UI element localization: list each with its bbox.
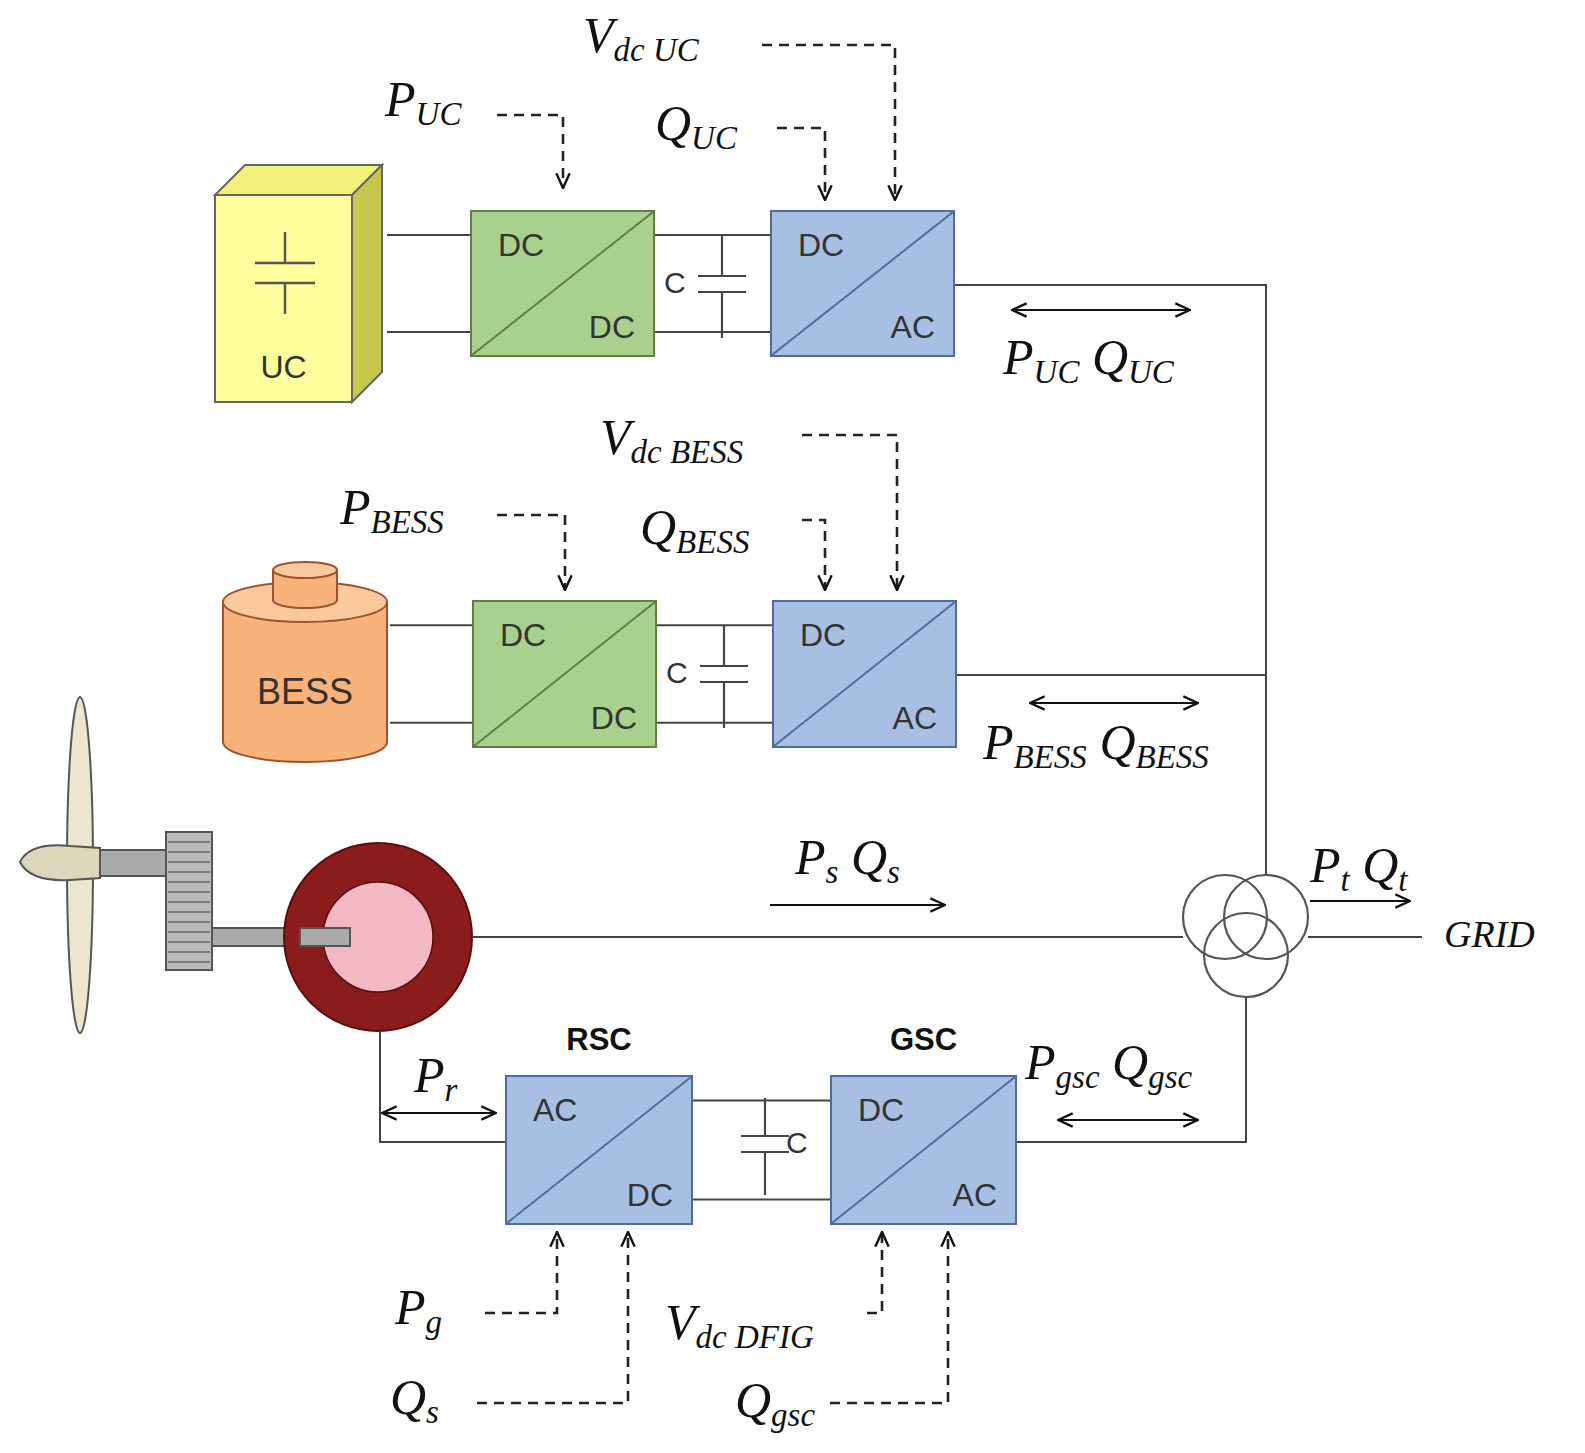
converter-box: DC DC (470, 210, 655, 357)
wire (380, 285, 1422, 1142)
converter-type: DC (498, 228, 544, 263)
wire (387, 234, 470, 236)
converter-type: DC (858, 1093, 904, 1128)
converter-type: AC (953, 1178, 997, 1213)
signal-label: Pr (414, 1048, 457, 1109)
signal-label: Qgsc (735, 1373, 815, 1434)
wire (390, 722, 472, 724)
converter-body: DC DC (472, 600, 657, 748)
converter-type: AC (533, 1093, 577, 1128)
grid-label: GRID (1444, 914, 1535, 956)
wire (657, 722, 772, 724)
converter-type: AC (891, 310, 935, 345)
signal-label: PUC QUC (1003, 330, 1174, 391)
battery-storage: BESS (220, 560, 390, 765)
signal-label: Vdc DFIG (665, 1295, 814, 1356)
wire-pair (655, 235, 770, 332)
wire (657, 624, 772, 626)
wire (387, 331, 470, 333)
converter-box: GSC DC AC (830, 1022, 1017, 1225)
converter-type: DC (589, 310, 635, 345)
battery-shape (220, 560, 390, 765)
converter-heading: RSC (505, 1022, 693, 1058)
converter-body: DC DC (470, 210, 655, 357)
generator-stator (284, 843, 472, 1031)
wire-pair (693, 1101, 830, 1200)
wire (655, 331, 770, 333)
power-flow-arrow (382, 310, 1410, 1120)
capacitor-label: C (786, 1126, 808, 1159)
converter-body: AC DC (505, 1075, 693, 1225)
signal-label: Qs (390, 1370, 439, 1431)
signal-label: Ps Qs (795, 830, 900, 891)
converter-box: RSC AC DC (505, 1022, 693, 1225)
storage-label: BESS (220, 672, 390, 712)
wire (655, 234, 770, 236)
gearbox (166, 832, 212, 970)
converter-box: DC DC (472, 600, 657, 748)
converter-heading: GSC (830, 1022, 1017, 1058)
signal-label: PUC (385, 72, 461, 133)
capacitor-label: C (666, 656, 688, 689)
converter-type: DC (627, 1178, 673, 1213)
signal-label: PBESS QBESS (983, 715, 1209, 776)
transformer (1183, 875, 1308, 997)
converter-type: DC (591, 701, 637, 736)
converter-type: DC (500, 618, 546, 653)
capacitor-label: C (664, 266, 686, 299)
wire (693, 1199, 830, 1201)
wire-pair (657, 625, 772, 723)
converter-type: DC (800, 618, 846, 653)
converter-type: AC (893, 701, 937, 736)
signal-label: Vdc BESS (600, 410, 743, 471)
signal-label: Pt Qt (1310, 838, 1408, 899)
wire-pair (390, 625, 472, 723)
signal-label: PBESS (340, 480, 444, 541)
wire (390, 624, 472, 626)
storage-label: UC (215, 350, 352, 385)
converter-body: DC AC (830, 1075, 1017, 1225)
converter-box: DC AC (770, 210, 955, 357)
signal-label: Vdc UC (583, 8, 699, 69)
converter-box: DC AC (772, 600, 957, 748)
converter-body: DC AC (770, 210, 955, 357)
converter-body: DC AC (772, 600, 957, 748)
wire-pair (387, 235, 470, 332)
wire (693, 1100, 830, 1102)
signal-label: Pgsc Qgsc (1025, 1035, 1192, 1096)
converter-type: DC (798, 228, 844, 263)
signal-label: Pg (395, 1280, 442, 1341)
ultracapacitor: UC (212, 162, 387, 407)
signal-label: QUC (655, 96, 737, 157)
signal-label: QBESS (640, 500, 749, 561)
